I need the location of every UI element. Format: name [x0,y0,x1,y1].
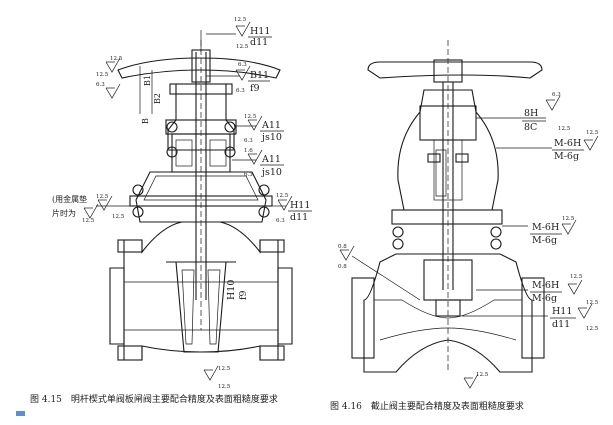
dim-b: B [141,118,150,124]
middle-flange-416 [391,209,503,225]
body-416 [351,253,545,373]
fit-m6h-c: M-6H [532,280,559,291]
fit-8h: 8H [524,108,538,119]
svg-text:6.3: 6.3 [244,172,253,178]
svg-text:6.3: 6.3 [552,92,561,98]
body-415 [109,221,293,361]
globe-valve-drawing: 8H 8C 6.3 12.5 M-6H M-6g 12.5 M-6H M-6g … [338,40,599,389]
svg-text:6.3: 6.3 [276,218,285,224]
fit-m6g-a: M-6g [554,151,579,162]
note-line-2: 片时为 [52,208,76,218]
svg-text:6.3: 6.3 [96,82,105,88]
fit-d11-top: d11 [250,37,268,48]
fit-d11-416: d11 [552,319,570,330]
fit-js10-lower: js10 [261,167,282,178]
svg-text:12.5: 12.5 [476,372,489,378]
dim-b1: B1 [143,75,152,86]
svg-text:0.8: 0.8 [338,244,347,250]
svg-text:1.6: 1.6 [244,148,253,154]
fit-m6g-c: M-6g [532,293,557,304]
fit-f9-bottom: f9 [238,290,249,300]
svg-text:12.5: 12.5 [82,218,95,224]
caption-fig-4-15: 图 4.15 明杆楔式单阀板闸阀主要配合精度及表面粗糙度要求 [30,393,278,405]
svg-text:12.5: 12.5 [562,216,575,222]
fit-h11-416: H11 [552,306,572,317]
gasket-note-415: (用金属垫 片时为 12.5 12.5 12.5 [52,194,140,224]
svg-text:12.5: 12.5 [570,274,583,280]
fit-a11-lower: A11 [261,154,281,165]
gate-valve-drawing: H11 d11 12.5 12.5 B11 f9 6.3 6.3 A11 js1… [52,17,312,390]
fit-a11-upper: A11 [261,120,281,131]
fit-8c: 8C [524,122,537,133]
svg-text:12.5: 12.5 [586,326,599,332]
fit-m6h-b: M-6H [532,222,559,233]
svg-text:12.5: 12.5 [112,214,125,220]
note-line-1: (用金属垫 [52,194,87,204]
fit-f9-top: f9 [250,83,260,94]
fit-annotations-416: 8H 8C 6.3 12.5 M-6H M-6g 12.5 M-6H M-6g … [338,92,599,389]
svg-text:12.5: 12.5 [558,126,571,132]
caption-fig-4-16: 图 4.16 截止阀主要配合精度及表面粗糙度要求 [330,400,524,412]
svg-text:6.3: 6.3 [244,138,253,144]
svg-text:12.5: 12.5 [244,114,257,120]
svg-text:12.5: 12.5 [234,17,247,23]
bonnet-415 [129,171,273,223]
svg-text:6.3: 6.3 [238,62,247,68]
svg-text:12.5: 12.5 [96,72,109,78]
fit-d11-right: d11 [290,212,308,223]
packing-gland-415 [165,119,237,173]
svg-text:12.5: 12.5 [96,194,109,200]
svg-text:12.5: 12.5 [236,44,249,50]
svg-text:0.8: 0.8 [338,264,347,270]
fit-annotations-415: H11 d11 12.5 12.5 B11 f9 6.3 6.3 A11 js1… [203,17,312,390]
fit-h11-right: H11 [290,200,310,211]
svg-text:12.5: 12.5 [586,300,599,306]
svg-text:12.5: 12.5 [586,130,599,136]
fit-m6g-b: M-6g [532,235,557,246]
svg-text:6.3: 6.3 [236,88,245,94]
fit-js10-upper: js10 [261,132,282,143]
dim-b2: B2 [153,93,162,104]
fit-b11: B11 [250,70,269,81]
fit-h10: H10 [226,280,237,300]
fit-h11-top: H11 [250,26,270,37]
dimension-labels-415: B1 B2 B 12.5 12.5 6.3 [96,56,162,124]
fit-m6h-a: M-6H [554,138,581,149]
page-marker [16,411,25,416]
svg-text:12.5: 12.5 [218,384,231,390]
handwheel-416 [367,59,543,83]
svg-text:12.5: 12.5 [276,193,289,199]
svg-text:12.5: 12.5 [218,366,231,372]
svg-text:12.5: 12.5 [110,56,123,62]
